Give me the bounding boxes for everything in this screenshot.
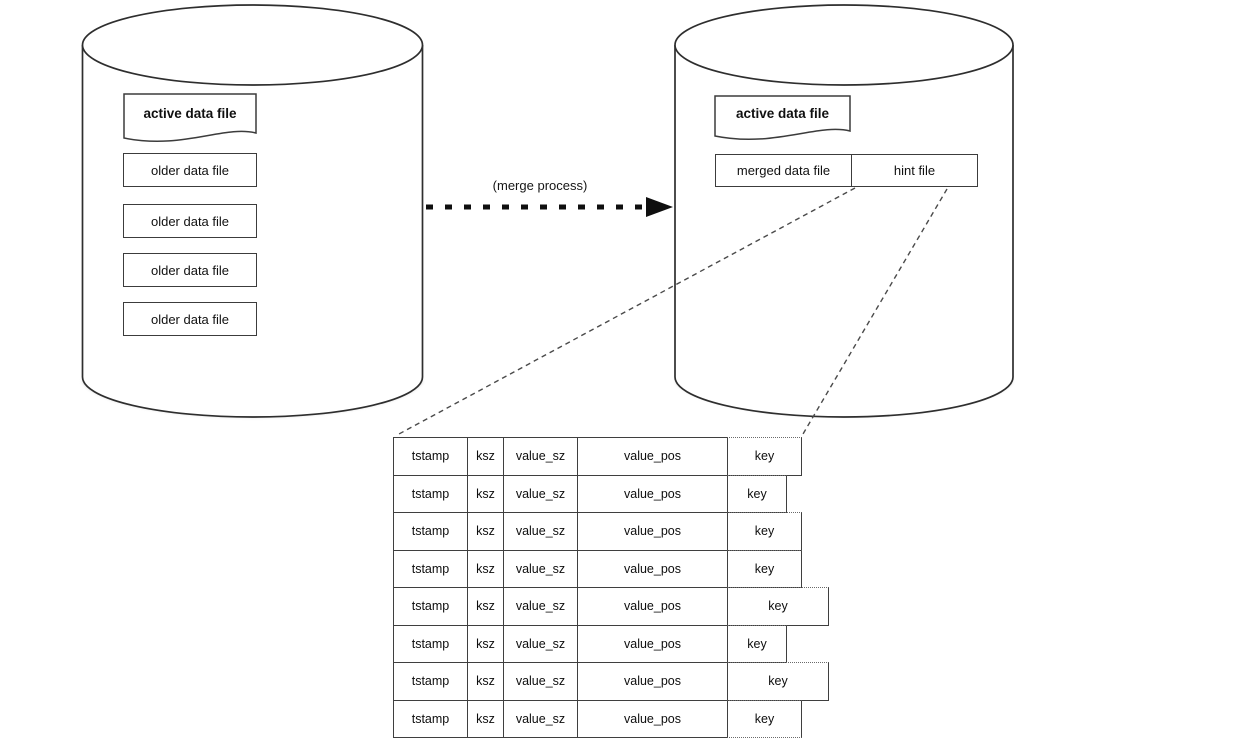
cell-ksz: ksz: [467, 474, 504, 513]
left-active-data-file-box: [123, 93, 257, 142]
cell-tstamp: tstamp: [393, 437, 468, 476]
cell-value-sz: value_sz: [503, 512, 578, 551]
merged-data-file-label: merged data file: [736, 163, 831, 178]
cell-key: key: [727, 474, 787, 513]
cell-value-sz: value_sz: [503, 437, 578, 476]
cell-ksz: ksz: [467, 549, 504, 588]
hint-file-label: hint file: [850, 155, 977, 186]
cell-ksz: ksz: [467, 624, 504, 663]
cell-value-pos: value_pos: [577, 512, 728, 551]
cell-value-sz: value_sz: [503, 587, 578, 626]
older-data-file-box: older data file: [123, 253, 257, 287]
right-database-cylinder: [674, 4, 1014, 418]
cell-ksz: ksz: [467, 587, 504, 626]
cell-value-pos: value_pos: [577, 549, 728, 588]
cell-key: key: [727, 699, 802, 738]
cell-tstamp: tstamp: [393, 587, 468, 626]
cell-tstamp: tstamp: [393, 624, 468, 663]
cell-value-sz: value_sz: [503, 699, 578, 738]
cell-ksz: ksz: [467, 512, 504, 551]
right-cylinder-top: [674, 4, 1014, 86]
cell-tstamp: tstamp: [393, 662, 468, 701]
cell-value-pos: value_pos: [577, 587, 728, 626]
merge-arrow: [426, 197, 673, 217]
merged-data-file-box: merged data file hint file: [715, 154, 978, 187]
merge-arrowhead-icon: [646, 197, 673, 217]
left-active-data-file-label: active data file: [143, 105, 237, 121]
older-data-file-box: older data file: [123, 204, 257, 238]
right-active-data-file-label: active data file: [735, 106, 830, 121]
cell-value-pos: value_pos: [577, 474, 728, 513]
cell-ksz: ksz: [467, 699, 504, 738]
cell-value-pos: value_pos: [577, 662, 728, 701]
left-cylinder-top: [81, 4, 424, 86]
cell-tstamp: tstamp: [393, 474, 468, 513]
cell-value-sz: value_sz: [503, 624, 578, 663]
cell-key: key: [727, 662, 829, 701]
cell-key: key: [727, 624, 787, 663]
cell-key: key: [727, 512, 802, 551]
cell-value-sz: value_sz: [503, 662, 578, 701]
cell-tstamp: tstamp: [393, 512, 468, 551]
hint-connector-right: [802, 188, 948, 435]
older-data-file-box: older data file: [123, 153, 257, 187]
cell-ksz: ksz: [467, 662, 504, 701]
cell-value-sz: value_sz: [503, 549, 578, 588]
cell-value-sz: value_sz: [503, 474, 578, 513]
cell-value-pos: value_pos: [577, 624, 728, 663]
cell-tstamp: tstamp: [393, 699, 468, 738]
cell-key: key: [727, 549, 802, 588]
right-active-data-file-box: [714, 95, 851, 140]
cell-value-pos: value_pos: [577, 437, 728, 476]
merge-process-label: (merge process): [492, 177, 588, 193]
cell-key: key: [727, 587, 829, 626]
cell-value-pos: value_pos: [577, 699, 728, 738]
cell-tstamp: tstamp: [393, 549, 468, 588]
older-data-file-box: older data file: [123, 302, 257, 336]
cell-ksz: ksz: [467, 437, 504, 476]
cell-key: key: [727, 437, 802, 476]
